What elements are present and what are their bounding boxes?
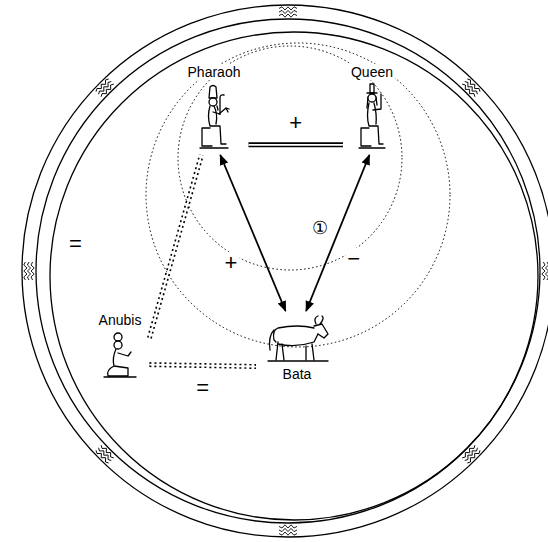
world-circle <box>50 32 538 520</box>
pharaoh-figure <box>198 84 230 150</box>
connector-line <box>220 155 285 311</box>
figure-stroke <box>118 352 131 356</box>
relation-sign: + <box>287 112 304 134</box>
connector <box>248 144 343 145</box>
relation-sign: = <box>67 233 84 255</box>
water-mark <box>95 78 115 98</box>
connector-line <box>306 155 369 311</box>
figure-label: Bata <box>281 366 314 382</box>
relation-sign: + <box>223 252 240 274</box>
water-mark <box>279 7 297 17</box>
figure-stroke <box>104 376 136 377</box>
connector-line <box>149 365 256 367</box>
figure-node: Queen <box>346 62 398 152</box>
connector <box>306 155 369 311</box>
figure-stroke <box>219 108 229 114</box>
figure-stroke <box>202 128 212 146</box>
figure-stroke <box>268 360 328 361</box>
figure-stroke <box>217 106 218 110</box>
figure-stroke <box>209 106 227 144</box>
water-mark <box>461 444 481 464</box>
dotted-circle <box>146 43 450 347</box>
figure-stroke <box>209 98 217 106</box>
figure-stroke <box>114 341 122 349</box>
figure-stroke <box>314 324 328 338</box>
connector <box>149 155 201 338</box>
anubis-figure <box>100 332 140 378</box>
water-mark <box>461 78 481 98</box>
outer-ring <box>22 5 548 537</box>
queen-figure <box>357 84 387 150</box>
water-mark <box>24 262 34 280</box>
figure-stroke <box>270 330 275 350</box>
figure-stroke <box>374 103 376 124</box>
relation-sign: − <box>345 248 362 270</box>
figure-stroke <box>370 84 374 93</box>
water-mark <box>542 262 548 280</box>
water-mark <box>279 525 297 535</box>
connector-gap <box>149 155 201 338</box>
figure-node: Bata <box>259 314 335 384</box>
water-mark <box>95 444 115 464</box>
bata-bull-figure <box>262 316 332 362</box>
figure-stroke <box>209 86 217 99</box>
connector <box>220 155 285 311</box>
connector-line <box>248 142 343 147</box>
connector <box>149 365 256 367</box>
figure-stroke <box>200 147 228 148</box>
relation-sign: = <box>194 377 211 399</box>
figure-label: Anubis <box>97 312 144 328</box>
connector-gap <box>149 365 256 367</box>
figure-label: Pharaoh <box>186 64 243 80</box>
figure-stroke <box>359 147 385 148</box>
figure-stroke <box>368 94 376 102</box>
connector-line <box>149 155 201 338</box>
figure-node: Pharaoh <box>183 62 246 152</box>
connector-gap <box>248 144 343 146</box>
outer-ring-inner <box>36 19 540 523</box>
figure-label: Queen <box>349 64 395 80</box>
figure-stroke <box>361 128 371 146</box>
callout-number: ① <box>311 218 329 238</box>
figure-stroke <box>114 333 122 341</box>
figure-stroke <box>214 106 217 124</box>
figure-node: Anubis <box>94 310 147 380</box>
figure-stroke <box>274 326 315 342</box>
figure-stroke <box>315 316 323 324</box>
figure-stroke <box>276 342 314 360</box>
